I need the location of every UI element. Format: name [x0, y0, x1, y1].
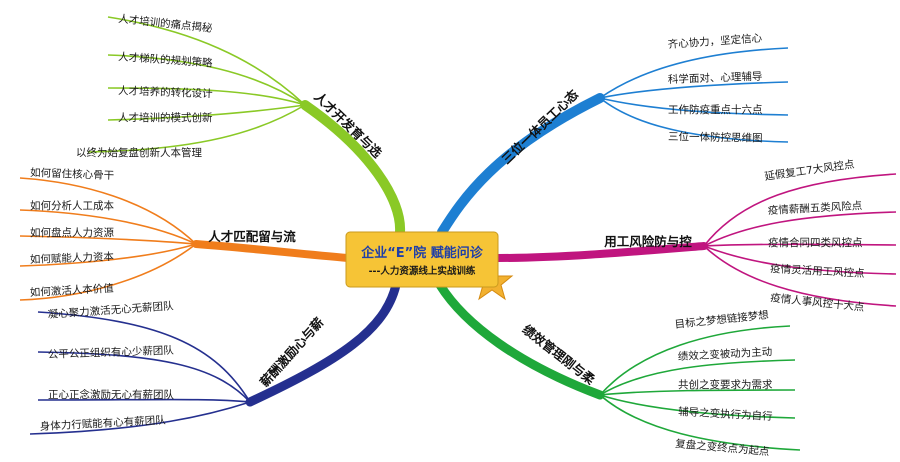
leaf-connector — [599, 394, 801, 451]
leaf-label[interactable]: 疫情灵活用工风控点 — [770, 262, 865, 280]
branch-label-2[interactable]: 人才匹配留与流 — [208, 229, 296, 244]
leaf-connector — [29, 401, 251, 435]
leaf-label[interactable]: 公平公正组织有心少薪团队 — [48, 344, 175, 361]
leaf-label[interactable]: 凝心聚力激活无心无薪团队 — [47, 299, 174, 321]
leaf-connector — [87, 104, 306, 153]
leaf-connector — [107, 104, 306, 121]
leaf-label[interactable]: 疫情薪酬五类风险点 — [767, 199, 862, 217]
leaf-label[interactable]: 绩效之变被动为主动 — [677, 345, 772, 363]
leaf-connector — [19, 235, 197, 245]
leaf-connector — [703, 243, 897, 247]
leaf-label[interactable]: 人才培训的模式创新 — [118, 111, 213, 124]
branch-trunk-highlight-3 — [247, 282, 399, 405]
leaf-label[interactable]: 人才培养的转化设计 — [118, 84, 213, 100]
leaf-connector — [599, 97, 789, 116]
leaf-connector — [107, 16, 306, 106]
center-subtitle: ---人力资源线上实战训练 — [369, 265, 476, 277]
center-box — [345, 231, 499, 288]
leaf-connector — [599, 325, 791, 396]
branch-trunk-highlight-6 — [437, 282, 603, 398]
leaf-label[interactable]: 如何分析人工成本 — [30, 199, 114, 212]
leaf-connector — [703, 211, 897, 247]
leaf-label[interactable]: 如何赋能人力资本 — [30, 250, 115, 266]
leaf-label[interactable]: 人才梯队的规划策略 — [118, 50, 214, 70]
branch-label-1[interactable]: 人才开发育与选 — [311, 89, 385, 161]
leaf-connector — [37, 311, 251, 403]
branch-trunk-highlight-2 — [194, 242, 350, 260]
leaf-label[interactable]: 如何激活人本价值 — [29, 282, 114, 299]
branch-label-5[interactable]: 用工风险防与控 — [603, 234, 692, 249]
leaf-label[interactable]: 以终为始复盘创新人本管理 — [76, 146, 202, 159]
branch-trunk-highlight-5 — [496, 244, 706, 260]
leaf-connector — [19, 209, 197, 245]
leaf-connector — [37, 351, 251, 403]
connectors — [19, 16, 897, 451]
center-title: 企业“E”院 赋能问诊 — [360, 245, 483, 261]
leaf-label[interactable]: 目标之梦想链接梦想 — [674, 308, 769, 331]
center-node[interactable]: 企业“E”院 赋能问诊 ---人力资源线上实战训练 — [345, 231, 514, 301]
leaf-label[interactable]: 如何留住核心骨干 — [30, 166, 114, 182]
branch-trunk-highlight-4 — [439, 95, 603, 235]
leaf-label[interactable]: 疫情合同四类风控点 — [768, 236, 863, 249]
leaf-label[interactable]: 辅导之变执行为自行 — [678, 405, 774, 423]
leaf-connector — [19, 243, 197, 267]
leaf-label[interactable]: 正心正念激励无心有薪团队 — [48, 388, 174, 401]
branch-trunk-6 — [435, 280, 605, 400]
branch-trunk-4 — [437, 93, 605, 237]
leaf-connector — [599, 359, 796, 396]
leaf-connector — [107, 87, 306, 106]
leaf-label[interactable]: 三位一体防控思维图 — [668, 130, 763, 145]
leaf-connector — [37, 398, 251, 403]
leaf-label[interactable]: 复盘之变终点为起点 — [675, 437, 770, 458]
leaf-label[interactable]: 如何盘点人力资源 — [30, 226, 114, 239]
leaf-connector — [599, 47, 789, 99]
leaf-connector — [703, 173, 897, 247]
leaf-label[interactable]: 疫情人事风控十大点 — [770, 291, 865, 314]
branch-label-4[interactable]: 三位一体员工心态 — [499, 86, 582, 167]
leaf-connector — [19, 177, 197, 245]
leaf-connector — [19, 243, 197, 301]
leaf-label[interactable]: 人才培训的痛点揭秘 — [118, 12, 214, 35]
leaf-connector — [703, 245, 897, 307]
leaf-label[interactable]: 齐心协力，坚定信心 — [667, 31, 763, 51]
leaf-connector — [107, 54, 306, 106]
leaf-label[interactable]: 工作防疫重点十六点 — [668, 103, 763, 116]
leaf-connector — [599, 97, 789, 143]
leaf-connector — [599, 394, 796, 419]
leaf-label[interactable]: 共创之变要求为需求 — [678, 378, 773, 391]
leaf-label[interactable]: 科学面对、心理辅导 — [668, 70, 763, 86]
leaf-connector — [703, 245, 897, 275]
leaf-connector — [599, 389, 796, 396]
leaf-connector — [599, 81, 789, 99]
branch-trunk-highlight-1 — [302, 102, 404, 235]
